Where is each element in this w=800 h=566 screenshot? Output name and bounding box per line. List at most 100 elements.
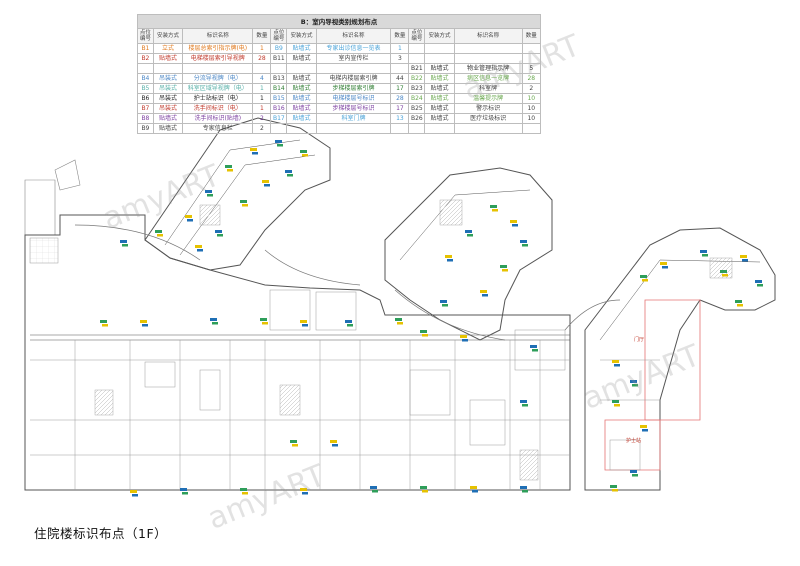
- table-cell: [521, 53, 542, 64]
- table-cell: 贴墙式: [152, 113, 184, 124]
- table-cell: 28: [390, 93, 410, 104]
- table-cell: 病区信息一览牌: [453, 73, 523, 84]
- sign-marker: [702, 254, 708, 257]
- table-cell: 贴墙式: [424, 113, 455, 124]
- table-cell: 科室牌: [453, 83, 523, 94]
- sign-marker: [614, 364, 620, 367]
- sign-marker: [217, 234, 223, 237]
- table-cell: B22: [408, 73, 426, 84]
- table-cell: 10: [521, 103, 542, 114]
- sign-marker: [520, 240, 527, 243]
- sign-marker: [512, 224, 518, 227]
- sign-marker: [155, 230, 162, 233]
- col-header: 标识名称: [315, 28, 392, 44]
- table-cell: 44: [390, 73, 410, 84]
- table-cell: 2: [521, 83, 542, 94]
- table-cell: 1: [390, 43, 410, 54]
- sign-marker: [210, 318, 217, 321]
- sign-marker: [140, 320, 147, 323]
- table-cell: 17: [390, 103, 410, 114]
- table-cell: 1: [252, 83, 272, 94]
- sign-marker: [472, 490, 478, 493]
- table-cell: 护士站标识（电）: [182, 93, 254, 104]
- sign-legend-table: B：室内导视类别规划布点 点位编号 安装方式 标识名称 数量 点位编号 安装方式…: [137, 14, 542, 134]
- sign-marker: [502, 269, 508, 272]
- sign-marker: [100, 320, 107, 323]
- sign-marker: [102, 324, 108, 327]
- table-cell: 专家信息栏: [182, 123, 254, 134]
- sign-marker: [612, 400, 619, 403]
- col-header: 点位编号: [408, 28, 426, 44]
- sign-marker: [347, 324, 353, 327]
- table-cell: B26: [408, 113, 426, 124]
- sign-marker: [510, 220, 517, 223]
- red-zone: [604, 299, 701, 471]
- sign-marker: [345, 320, 352, 323]
- sign-marker: [287, 174, 293, 177]
- sign-marker: [467, 234, 473, 237]
- table-cell: 物业管理指示牌: [453, 63, 523, 74]
- table-header-row: 点位编号 安装方式 标识名称 数量 点位编号 安装方式 标识名称 数量 点位编号…: [137, 28, 542, 44]
- table-cell: B9: [137, 123, 154, 134]
- sign-marker: [612, 360, 619, 363]
- table-cell: B4: [137, 73, 154, 84]
- sign-marker: [240, 200, 247, 203]
- table-cell: [408, 43, 426, 54]
- sign-marker: [740, 255, 747, 258]
- wing-right: [584, 227, 776, 491]
- table-cell: 贴墙式: [424, 73, 455, 84]
- table-cell: [521, 43, 542, 54]
- col-header: 点位编号: [270, 28, 288, 44]
- table-cell: [286, 63, 317, 74]
- room-grid: [29, 237, 660, 490]
- col-header: 安装方式: [424, 28, 455, 44]
- table-cell: 洗手间标识(贴墙): [182, 113, 254, 124]
- corridor-curves: [74, 224, 621, 341]
- sign-marker: [480, 290, 487, 293]
- sign-marker: [522, 244, 528, 247]
- col-header: 安装方式: [152, 28, 184, 44]
- table-cell: 吊装式: [152, 103, 184, 114]
- sign-marker: [187, 219, 193, 222]
- sign-marker: [130, 490, 137, 493]
- sign-marker: [720, 270, 727, 273]
- table-cell: 5: [521, 63, 542, 74]
- table-cell: [453, 43, 523, 54]
- table-cell: 科室区域导视牌（电）: [182, 83, 254, 94]
- table-cell: B16: [270, 103, 288, 114]
- sign-marker: [462, 339, 468, 342]
- sign-marker: [530, 345, 537, 348]
- table-cell: B11: [270, 53, 288, 64]
- table-cell: [270, 63, 288, 74]
- sign-marker: [420, 486, 427, 489]
- sign-marker: [302, 492, 308, 495]
- sign-marker: [632, 384, 638, 387]
- table-cell: B8: [137, 113, 154, 124]
- wing-middle: [384, 167, 553, 341]
- sign-marker: [420, 330, 427, 333]
- table-cell: B25: [408, 103, 426, 114]
- sign-marker: [520, 400, 527, 403]
- col-header: 点位编号: [137, 28, 154, 44]
- table-cell: B1: [137, 43, 154, 54]
- table-cell: B13: [270, 73, 288, 84]
- table-cell: 17: [390, 83, 410, 94]
- sign-marker: [277, 144, 283, 147]
- table-cell: [137, 63, 154, 74]
- table-cell: B21: [408, 63, 426, 74]
- col-header: 标识名称: [453, 28, 523, 44]
- sign-marker: [142, 324, 148, 327]
- sign-marker: [614, 404, 620, 407]
- table-cell: 贴墙式: [286, 53, 317, 64]
- sign-marker: [120, 240, 127, 243]
- sign-marker: [302, 154, 308, 157]
- table-cell: [252, 63, 272, 74]
- table-cell: [424, 43, 455, 54]
- sign-marker: [465, 230, 472, 233]
- sign-marker: [612, 489, 618, 492]
- sign-marker: [470, 486, 477, 489]
- sign-marker: [442, 304, 448, 307]
- sign-marker: [290, 440, 297, 443]
- sign-marker: [250, 148, 257, 151]
